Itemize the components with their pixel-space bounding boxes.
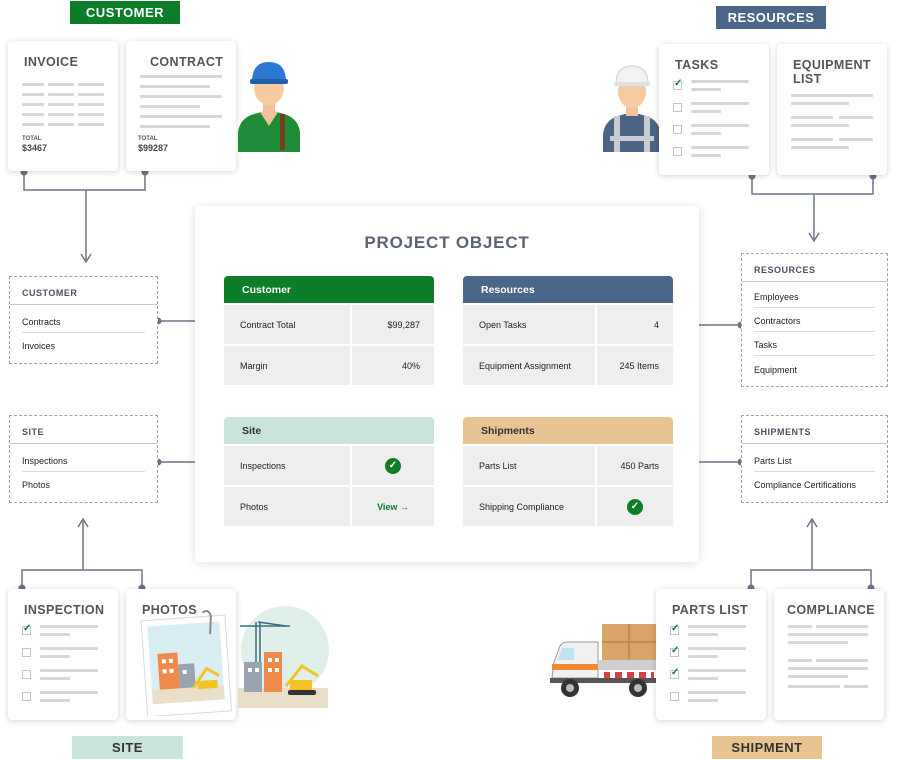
invoice-document[interactable]: INVOICE TOTAL $3467 <box>8 41 118 171</box>
invoice-title: INVOICE <box>24 55 79 69</box>
site-category-box: SITE Inspections Photos <box>9 415 158 503</box>
project-object-panel: PROJECT OBJECT Customer Contract Total $… <box>195 206 699 562</box>
invoice-total-label: TOTAL <box>22 136 42 142</box>
site-table-header: Site <box>224 417 434 444</box>
table-row: Parts List 450 Parts <box>463 444 673 485</box>
contract-title: CONTRACT <box>150 55 224 69</box>
row-value-cell: ✓ <box>597 487 673 526</box>
resources-table: Resources Open Tasks 4 Equipment Assignm… <box>463 276 673 385</box>
category-item-tasks[interactable]: Tasks <box>754 340 778 350</box>
parts-list-title: PARTS LIST <box>672 603 748 617</box>
contract-total-label: TOTAL <box>138 136 158 142</box>
row-label: Inspections <box>224 446 352 485</box>
construction-site-illustration <box>140 606 329 716</box>
tasks-title: TASKS <box>675 58 719 72</box>
resources-tag: RESOURCES <box>716 6 826 29</box>
table-row: Equipment Assignment 245 Items <box>463 344 673 385</box>
table-row: Photos View → <box>224 485 434 526</box>
category-item-invoices[interactable]: Invoices <box>22 341 56 351</box>
check-circle-icon: ✓ <box>385 457 401 474</box>
resources-table-header: Resources <box>463 276 673 303</box>
equipment-list-title: EQUIPMENT LIST <box>793 58 871 86</box>
invoice-total-value: $3467 <box>22 143 48 153</box>
contract-document[interactable]: CONTRACT TOTAL $99287 <box>126 41 236 171</box>
customer-category-title: CUSTOMER <box>22 288 78 298</box>
shipments-table-header: Shipments <box>463 417 673 444</box>
table-row: Open Tasks 4 <box>463 303 673 344</box>
row-value: $99,287 <box>387 319 420 330</box>
delivery-truck-illustration <box>550 624 658 697</box>
site-category-title: SITE <box>22 427 45 437</box>
equipment-list-document[interactable]: EQUIPMENT LIST <box>777 44 887 175</box>
shipments-category-box: SHIPMENTS Parts List Compliance Certific… <box>741 415 888 503</box>
row-label: Photos <box>224 487 352 526</box>
row-label: Shipping Compliance <box>463 487 597 526</box>
parts-list-document[interactable]: PARTS LIST <box>656 589 766 720</box>
row-value-cell: View → <box>352 487 434 526</box>
table-row: Inspections ✓ <box>224 444 434 485</box>
customer-tag: CUSTOMER <box>70 1 180 24</box>
customer-category-box: CUSTOMER Contracts Invoices <box>9 276 158 364</box>
row-value: 450 Parts <box>620 460 659 471</box>
customer-table: Customer Contract Total $99,287 Margin 4… <box>224 276 434 385</box>
view-photos-link[interactable]: View → <box>377 501 409 512</box>
shipment-tag: SHIPMENT <box>712 736 822 759</box>
row-value: 40% <box>401 360 420 371</box>
table-row: Contract Total $99,287 <box>224 303 434 344</box>
row-label: Parts List <box>463 446 597 485</box>
worker-hardhat-illustration <box>603 65 661 152</box>
row-value: 245 Items <box>619 360 659 371</box>
inspection-document[interactable]: INSPECTION <box>8 589 118 720</box>
row-label: Contract Total <box>224 305 352 344</box>
customer-table-header: Customer <box>224 276 434 303</box>
table-row: Margin 40% <box>224 344 434 385</box>
shipments-category-title: SHIPMENTS <box>754 427 812 437</box>
category-item-inspections[interactable]: Inspections <box>22 456 68 466</box>
row-value-cell: ✓ <box>352 446 434 485</box>
category-item-contractors[interactable]: Contractors <box>754 316 801 326</box>
contract-total-value: $99287 <box>138 143 169 153</box>
category-item-compliance-certifications[interactable]: Compliance Certifications <box>754 480 857 490</box>
tasks-document[interactable]: TASKS <box>659 44 769 175</box>
compliance-document[interactable]: COMPLIANCE <box>774 589 884 720</box>
resources-category-title: RESOURCES <box>754 265 816 275</box>
photos-title: PHOTOS <box>142 603 197 617</box>
category-item-employees[interactable]: Employees <box>754 292 799 302</box>
site-table: Site Inspections ✓ Photos View → <box>224 417 434 526</box>
category-item-contracts[interactable]: Contracts <box>22 317 61 327</box>
inspection-title: INSPECTION <box>24 603 105 617</box>
row-label: Margin <box>224 346 352 385</box>
row-value: 4 <box>653 319 659 330</box>
category-item-equipment[interactable]: Equipment <box>754 365 798 375</box>
worker-cap-illustration <box>238 62 300 152</box>
row-label: Open Tasks <box>463 305 597 344</box>
table-row: Shipping Compliance ✓ <box>463 485 673 526</box>
shipments-table: Shipments Parts List 450 Parts Shipping … <box>463 417 673 526</box>
compliance-title: COMPLIANCE <box>787 603 876 617</box>
category-item-parts-list[interactable]: Parts List <box>754 456 792 466</box>
check-circle-icon: ✓ <box>627 498 643 515</box>
resources-category-box: RESOURCES Employees Contractors Tasks Eq… <box>741 253 888 387</box>
project-object-title: PROJECT OBJECT <box>364 233 530 252</box>
category-item-photos[interactable]: Photos <box>22 480 51 490</box>
site-tag: SITE <box>72 736 183 759</box>
row-label: Equipment Assignment <box>463 346 597 385</box>
